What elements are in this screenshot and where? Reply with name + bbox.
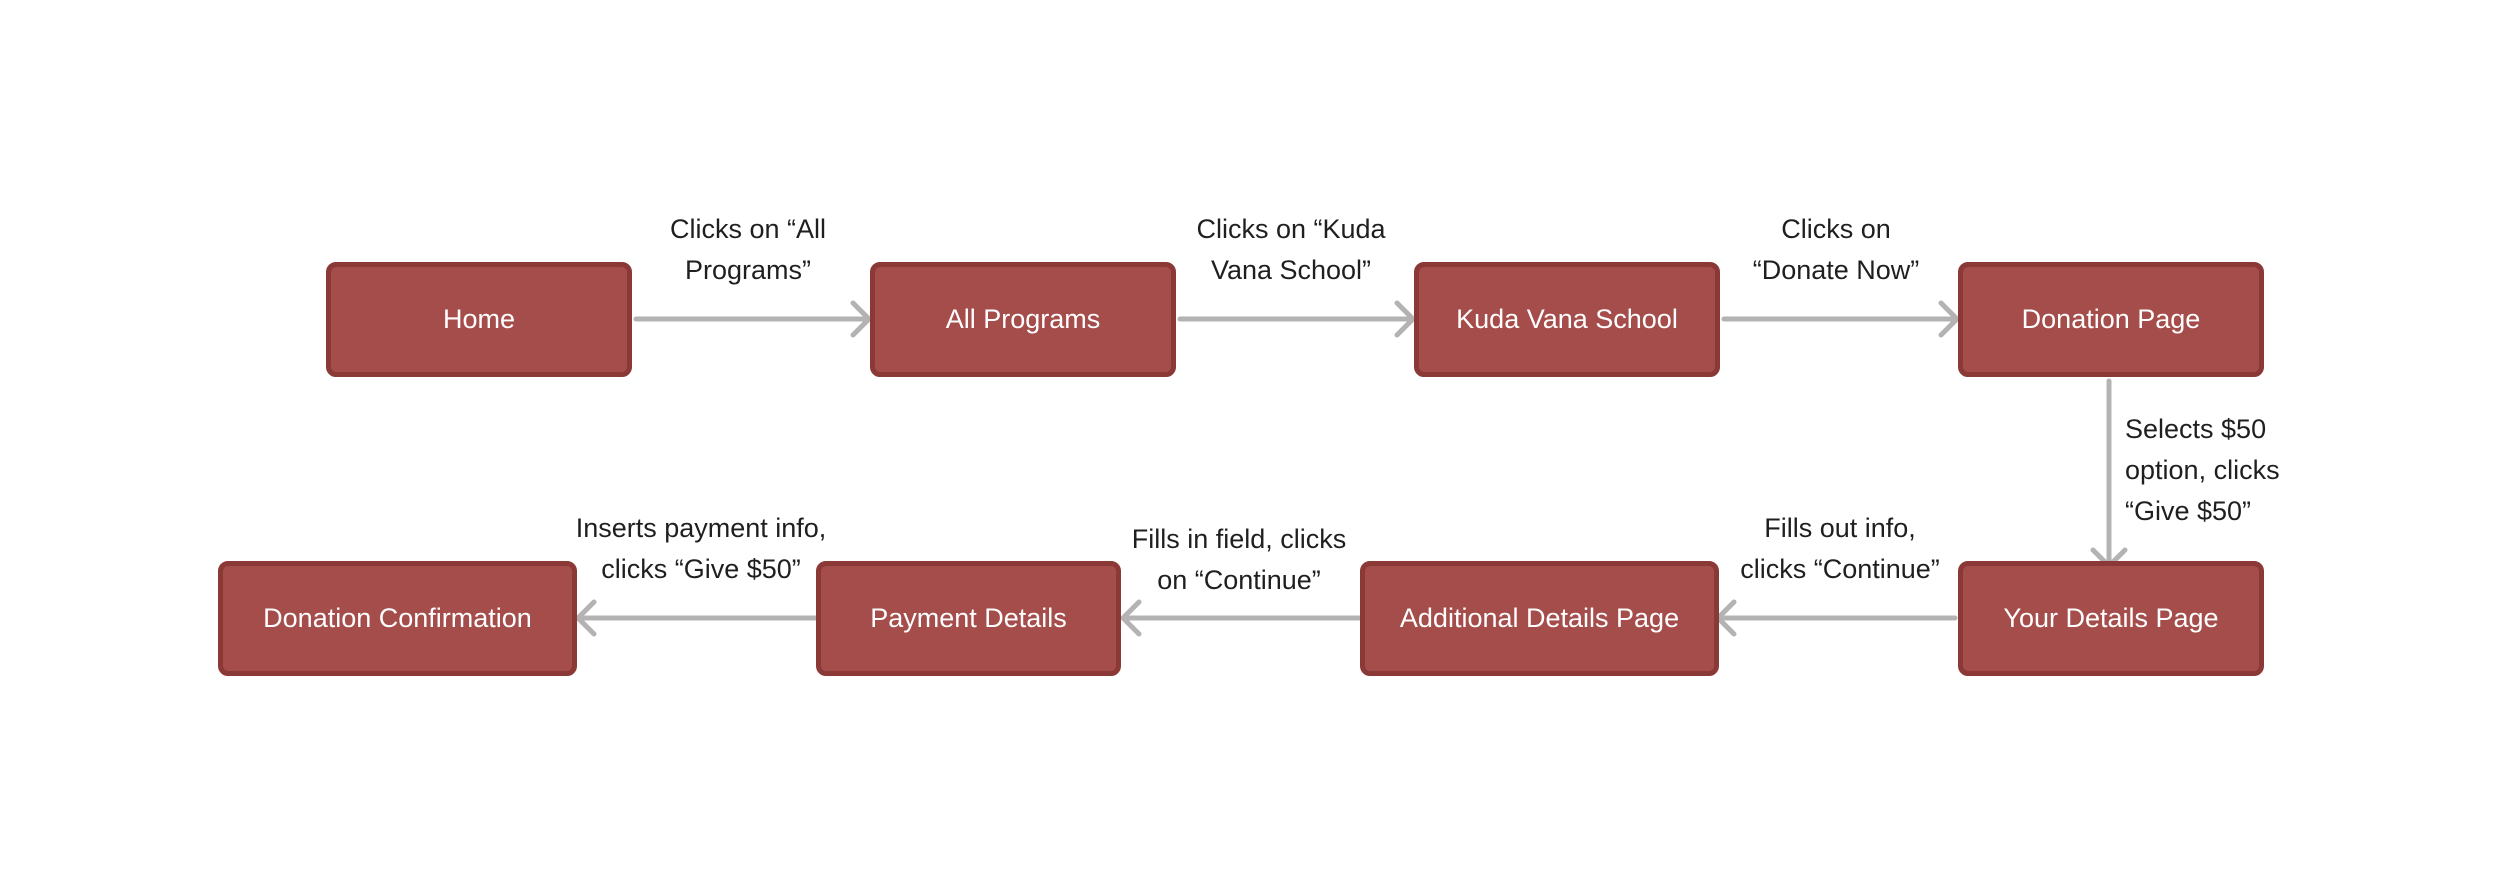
edge-label-line: Fills out info, [1764, 513, 1916, 543]
edge-label-line: “Donate Now” [1752, 255, 1920, 285]
arrowhead-icon [1394, 300, 1416, 338]
edge-label-line: Clicks on [1781, 214, 1891, 244]
edge-label-payment-to-confirmation: Inserts payment info, clicks “Give $50” [556, 508, 846, 590]
edge-label-line: Vana School” [1210, 255, 1372, 285]
edge-label-home-to-programs: Clicks on “All Programs” [648, 209, 848, 291]
node-home: Home [326, 262, 632, 377]
node-donation-confirmation: Donation Confirmation [218, 561, 577, 676]
edge-label-line: Clicks on “Kuda [1196, 214, 1386, 244]
edge-label-details-to-additional: Fills out info, clicks “Continue” [1722, 508, 1958, 590]
edge-label-additional-to-payment: Fills in field, clicks on “Continue” [1104, 519, 1374, 601]
node-additional-details-page: Additional Details Page [1360, 561, 1719, 676]
node-payment-details: Payment Details [816, 561, 1121, 676]
node-donation-page: Donation Page [1958, 262, 2264, 377]
arrowhead-icon [1120, 599, 1142, 637]
edge-label-line: Selects $50 [2125, 414, 2267, 444]
edge-label-line: “Give $50” [2125, 496, 2252, 526]
edge-label-school-to-donation: Clicks on “Donate Now” [1726, 209, 1946, 291]
edge-label-line: option, clicks [2125, 455, 2280, 485]
node-kuda-vana-school: Kuda Vana School [1414, 262, 1720, 377]
arrowhead-icon [1938, 300, 1960, 338]
edge-label-line: on “Continue” [1157, 565, 1321, 595]
edge-label-line: Programs” [684, 255, 812, 285]
edge-label-donation-to-details: Selects $50 option, clicks “Give $50” [2125, 409, 2325, 532]
node-all-programs: All Programs [870, 262, 1176, 377]
edge-label-line: clicks “Continue” [1740, 554, 1940, 584]
edge-label-line: clicks “Give $50” [601, 554, 801, 584]
node-your-details-page: Your Details Page [1958, 561, 2264, 676]
arrowhead-icon [850, 300, 872, 338]
edge-label-programs-to-school: Clicks on “Kuda Vana School” [1176, 209, 1406, 291]
edge-label-line: Inserts payment info, [575, 513, 827, 543]
edge-label-line: Fills in field, clicks [1131, 524, 1347, 554]
arrowhead-icon [575, 599, 597, 637]
edge-label-line: Clicks on “All [669, 214, 827, 244]
